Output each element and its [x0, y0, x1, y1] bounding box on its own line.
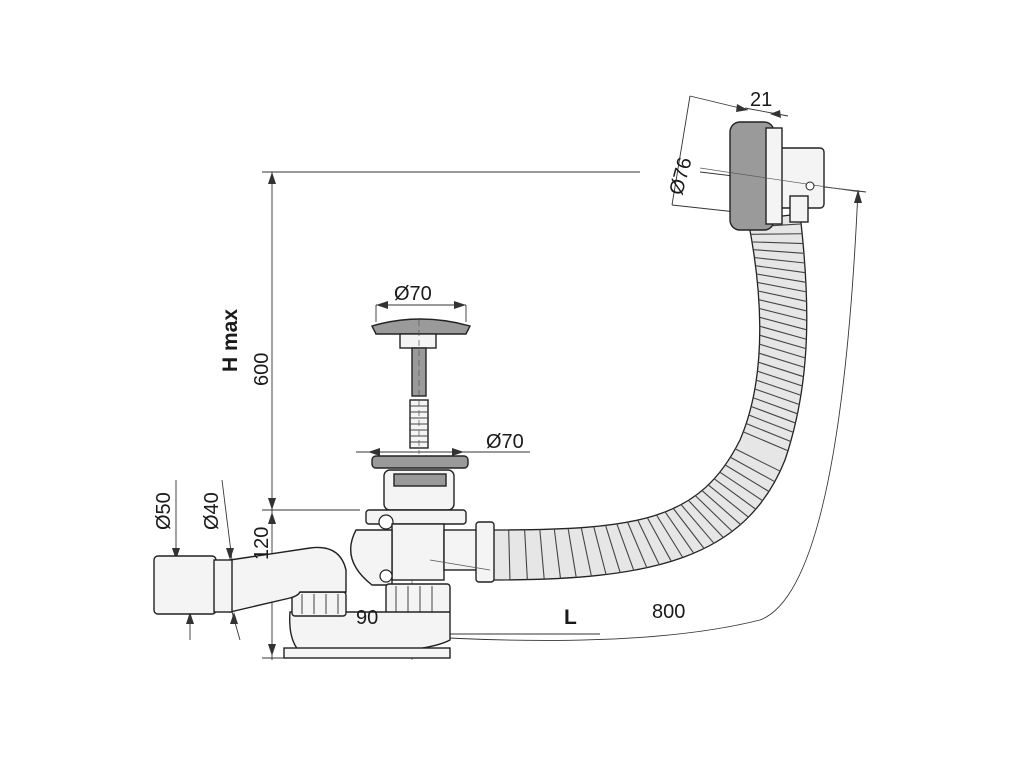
hose-rib	[646, 517, 672, 562]
hose-rib	[567, 528, 577, 578]
hose-rib	[750, 405, 796, 424]
hose-rib	[757, 281, 807, 293]
hose-rib	[627, 521, 648, 568]
dimension-labels: Ø76 21 Ø70 Ø70 Ø50 Ø40 120 H max 600 90 …	[153, 89, 772, 629]
label-w21: 21	[750, 89, 772, 111]
hose-rib	[680, 504, 715, 544]
hose-rib	[757, 370, 803, 387]
hose-rib	[553, 529, 562, 579]
label-d70-mid: Ø70	[486, 431, 524, 453]
hose-rib	[724, 464, 770, 492]
hose-rib	[754, 388, 800, 406]
hose-rib	[580, 527, 592, 577]
hose-rib	[695, 495, 733, 532]
hose-rib	[713, 478, 757, 510]
hose-rib	[688, 500, 724, 538]
hose-rib	[756, 273, 807, 283]
hose-rib	[759, 325, 807, 340]
label-w90: 90	[356, 607, 378, 629]
label-d40: Ø40	[201, 492, 223, 530]
hose-rib	[754, 257, 805, 264]
hose-rib	[719, 471, 763, 502]
waste-body	[349, 455, 495, 586]
hose-rib	[508, 529, 511, 580]
hose-rib	[707, 484, 749, 518]
hose-rib	[759, 316, 807, 331]
hose-rib	[748, 414, 794, 433]
hose-rib	[746, 423, 791, 443]
hose-rib	[672, 508, 705, 549]
hose-rib	[664, 511, 695, 554]
hose-rib	[752, 397, 798, 415]
hose-rib	[751, 241, 804, 245]
label-l800: 800	[652, 601, 685, 623]
label-d76: Ø76	[666, 155, 697, 197]
label-d50: Ø50	[153, 492, 175, 530]
hose-rib	[753, 249, 805, 254]
outlet-pipe	[153, 546, 347, 615]
hose-rib	[759, 334, 807, 350]
hose-rib	[758, 299, 807, 312]
hose-rib	[616, 523, 635, 571]
hose-rib	[758, 361, 804, 378]
hose-rib	[743, 431, 789, 452]
hose-rib	[758, 290, 807, 302]
hose-rib	[755, 265, 806, 274]
hose-rib	[701, 490, 741, 525]
label-hmax: H max	[219, 309, 242, 372]
hose-rib	[605, 525, 621, 573]
hose-rib	[758, 352, 805, 368]
hose-rib	[759, 343, 806, 359]
hose-rib	[730, 456, 776, 483]
hose-rib	[735, 448, 781, 472]
hose-rib	[637, 519, 660, 565]
overflow-hose	[491, 213, 808, 581]
siphon-trap	[283, 583, 451, 659]
hose-rib	[756, 379, 802, 396]
hose-rib	[656, 514, 684, 558]
hose-rib	[593, 526, 607, 575]
label-h600: 600	[251, 353, 273, 386]
hose-rib	[524, 529, 528, 580]
label-d70-top: Ø70	[394, 283, 432, 305]
label-h120: 120	[251, 527, 273, 560]
hose-rib	[759, 307, 807, 321]
hose-ribs	[508, 223, 807, 580]
click-clack-plug	[370, 318, 472, 454]
hose-rib	[539, 529, 545, 580]
label-L: L	[564, 606, 577, 629]
overflow-head	[699, 121, 861, 231]
hose-rib	[750, 233, 803, 235]
